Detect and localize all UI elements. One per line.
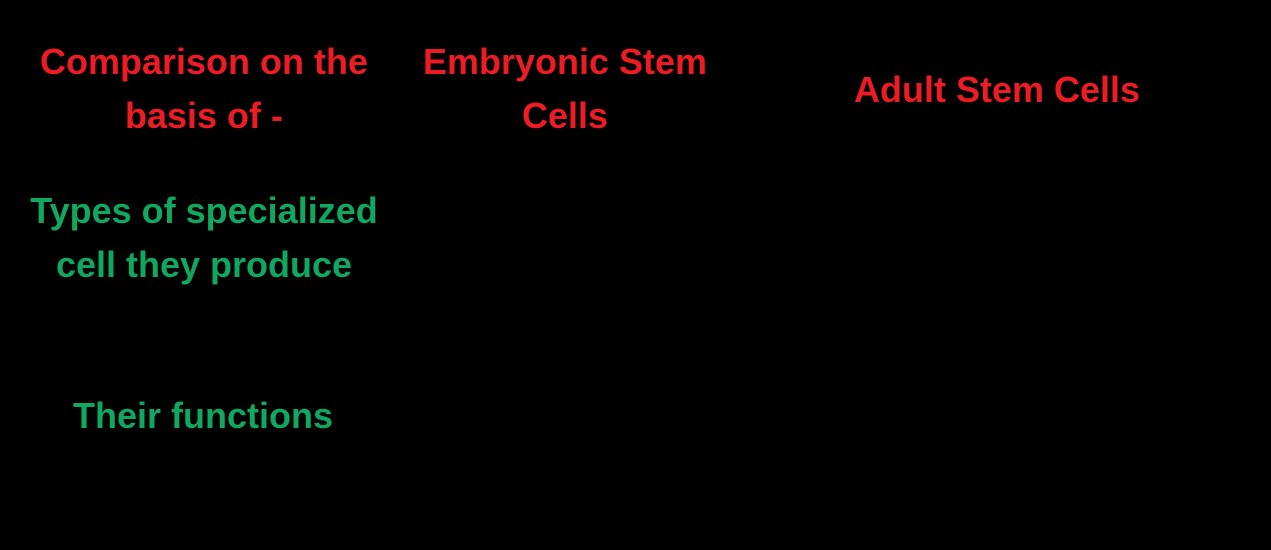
column-header-comparison-basis-line-1: Comparison on the — [39, 41, 368, 82]
column-header-embryonic-line-1: Embryonic Stem — [422, 41, 708, 82]
row-label-types-of-specialized-cell: Types of specialized cell they produce — [24, 184, 384, 292]
column-header-adult-line-1: Adult Stem Cells — [853, 69, 1141, 110]
row-label-functions-line-1: Their functions — [73, 395, 333, 436]
column-header-embryonic-line-2: Cells — [521, 95, 609, 136]
column-header-adult-stem-cells: Adult Stem Cells — [847, 63, 1147, 117]
column-header-comparison-basis-line-2: basis of - — [124, 95, 284, 136]
row-label-types-line-1: Types of specialized — [30, 190, 378, 231]
row-label-types-line-2: cell they produce — [55, 244, 353, 285]
column-header-comparison-basis: Comparison on the basis of - — [24, 35, 384, 143]
row-label-their-functions: Their functions — [23, 389, 383, 443]
column-header-embryonic-stem-cells: Embryonic Stem Cells — [415, 35, 715, 143]
